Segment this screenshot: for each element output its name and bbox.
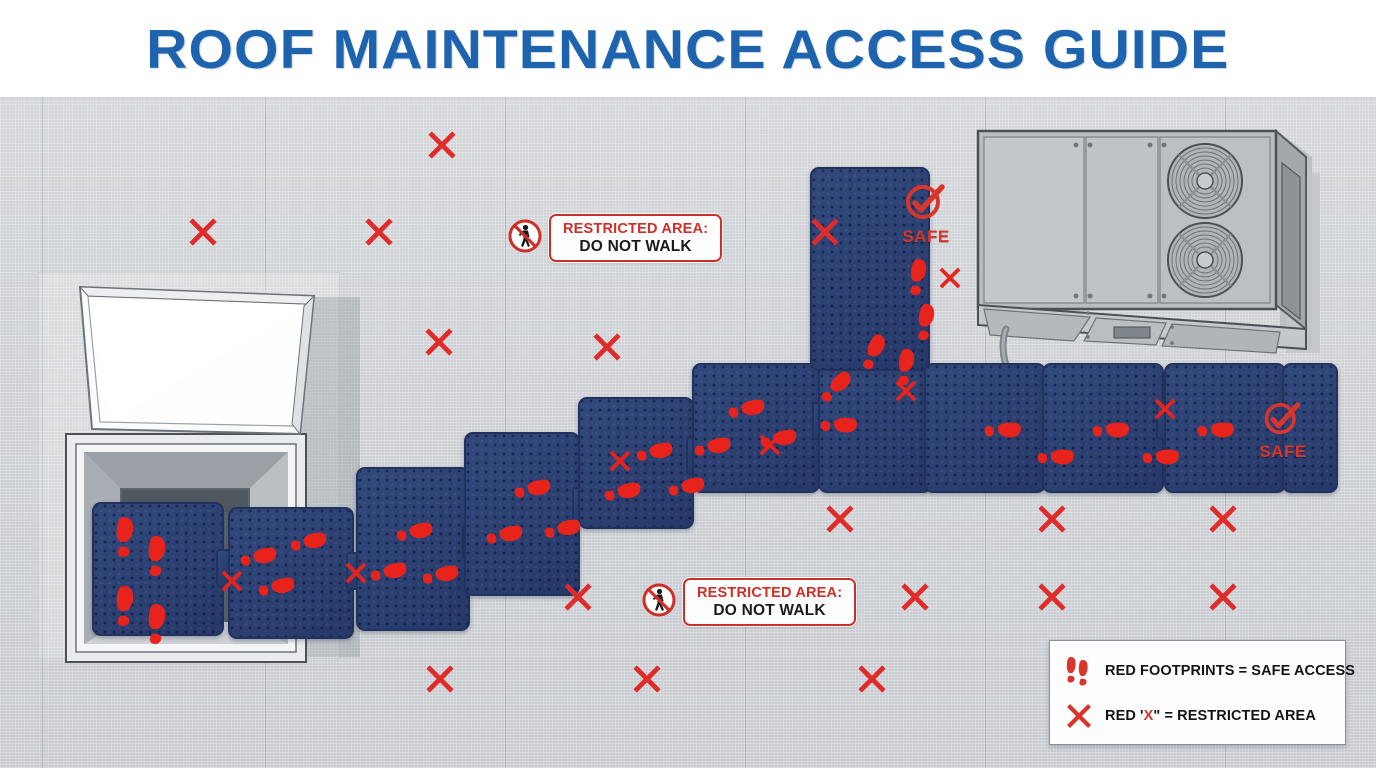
walkway-pad[interactable] — [464, 432, 580, 596]
footprint — [1193, 419, 1237, 444]
restricted-sign-plate: RESTRICTED AREA: DO NOT WALK — [681, 576, 858, 628]
footprint — [539, 514, 585, 546]
walkway-pad[interactable] — [1282, 363, 1338, 493]
restricted-x-icon — [425, 128, 459, 162]
walkway-pad[interactable] — [692, 363, 820, 493]
restricted-x-icon — [1035, 502, 1069, 536]
restricted-sign-line2: DO NOT WALK — [579, 237, 692, 255]
footprint — [1138, 446, 1182, 471]
restricted-x-icon — [362, 215, 396, 249]
restricted-x-icon — [823, 502, 857, 536]
restricted-x-icon — [590, 330, 624, 364]
restricted-x-icon — [898, 580, 932, 614]
footprint — [914, 301, 938, 345]
footprint — [1033, 446, 1077, 471]
no-pedestrian-icon — [642, 583, 676, 622]
walkway-pad[interactable] — [228, 507, 354, 639]
roof-seam — [0, 98, 1376, 99]
restricted-sign-plate: RESTRICTED AREA: DO NOT WALK — [547, 212, 724, 264]
footprint — [285, 527, 331, 559]
restricted-area-sign: RESTRICTED AREA: DO NOT WALK — [508, 212, 724, 264]
footprint — [365, 557, 411, 589]
restricted-x-icon — [855, 662, 889, 696]
footprint — [631, 437, 677, 469]
restricted-sign-line2: DO NOT WALK — [713, 601, 826, 619]
legend-row-footprints: RED FOOTPRINTS = SAFE ACCESS — [1064, 655, 1355, 687]
safe-label: SAFE — [1259, 442, 1307, 461]
footprint — [114, 584, 136, 630]
rooftop-hvac-unit[interactable] — [950, 113, 1350, 369]
restricted-x-icon — [630, 662, 664, 696]
restricted-sign-line1: RESTRICTED AREA: — [563, 221, 709, 237]
page-title: ROOF MAINTENANCE ACCESS GUIDE — [146, 17, 1230, 80]
check-circle-icon — [1261, 402, 1305, 443]
safe-label: SAFE — [902, 227, 950, 246]
footprint — [146, 534, 168, 580]
restricted-x-icon — [1206, 502, 1240, 536]
restricted-area-sign: RESTRICTED AREA: DO NOT WALK — [642, 576, 858, 628]
footprint — [689, 432, 735, 464]
restricted-x-icon — [422, 325, 456, 359]
legend-x-prefix: RED ' — [1105, 707, 1144, 724]
restricted-x-icon — [423, 662, 457, 696]
x-mark-icon — [1064, 701, 1094, 731]
title-band: ROOF MAINTENANCE ACCESS GUIDE — [0, 0, 1376, 97]
footprint — [235, 542, 281, 574]
footprint — [599, 477, 645, 509]
walkway-pad[interactable] — [1042, 363, 1164, 493]
footprint — [980, 419, 1024, 444]
footprint — [509, 474, 555, 506]
walkway-pad[interactable] — [578, 397, 694, 529]
footprint — [391, 517, 437, 549]
legend-box: RED FOOTPRINTS = SAFE ACCESS RED 'X" = R… — [1049, 640, 1355, 745]
footprint — [815, 365, 857, 410]
restricted-sign-line1: RESTRICTED AREA: — [697, 585, 843, 601]
restricted-x-icon — [186, 215, 220, 249]
footprint — [146, 602, 168, 648]
restricted-x-icon — [1206, 580, 1240, 614]
no-pedestrian-icon — [508, 219, 542, 258]
roof-seam — [42, 97, 43, 768]
footprint — [816, 414, 860, 438]
footprint — [417, 560, 463, 592]
safe-badge: SAFE — [1248, 400, 1318, 462]
footprint — [723, 394, 769, 426]
footprint — [894, 346, 918, 390]
roof-surface: SAFE SAFE — [0, 97, 1376, 768]
walkway-pad[interactable] — [1164, 363, 1286, 493]
footprint — [481, 520, 527, 552]
footprint — [906, 256, 930, 300]
legend-row-xmark: RED 'X" = RESTRICTED AREA — [1064, 701, 1331, 731]
footprint — [1088, 419, 1132, 444]
footprint — [114, 515, 136, 561]
walkway-pad[interactable] — [356, 467, 470, 631]
check-circle-icon — [902, 184, 950, 228]
walkway-pad[interactable] — [924, 363, 1046, 493]
footprint — [253, 572, 299, 604]
footprint — [663, 472, 709, 504]
safe-badge: SAFE — [888, 182, 964, 247]
legend-x-highlight: X — [1143, 707, 1154, 724]
legend-label-xmark: RED 'X" = RESTRICTED AREA — [1105, 708, 1316, 724]
legend-x-suffix: " = RESTRICTED AREA — [1153, 707, 1316, 724]
footprint — [857, 330, 890, 376]
restricted-x-icon — [1035, 580, 1069, 614]
footprints-icon — [1064, 655, 1094, 687]
legend-label-footprints: RED FOOTPRINTS = SAFE ACCESS — [1105, 662, 1356, 679]
